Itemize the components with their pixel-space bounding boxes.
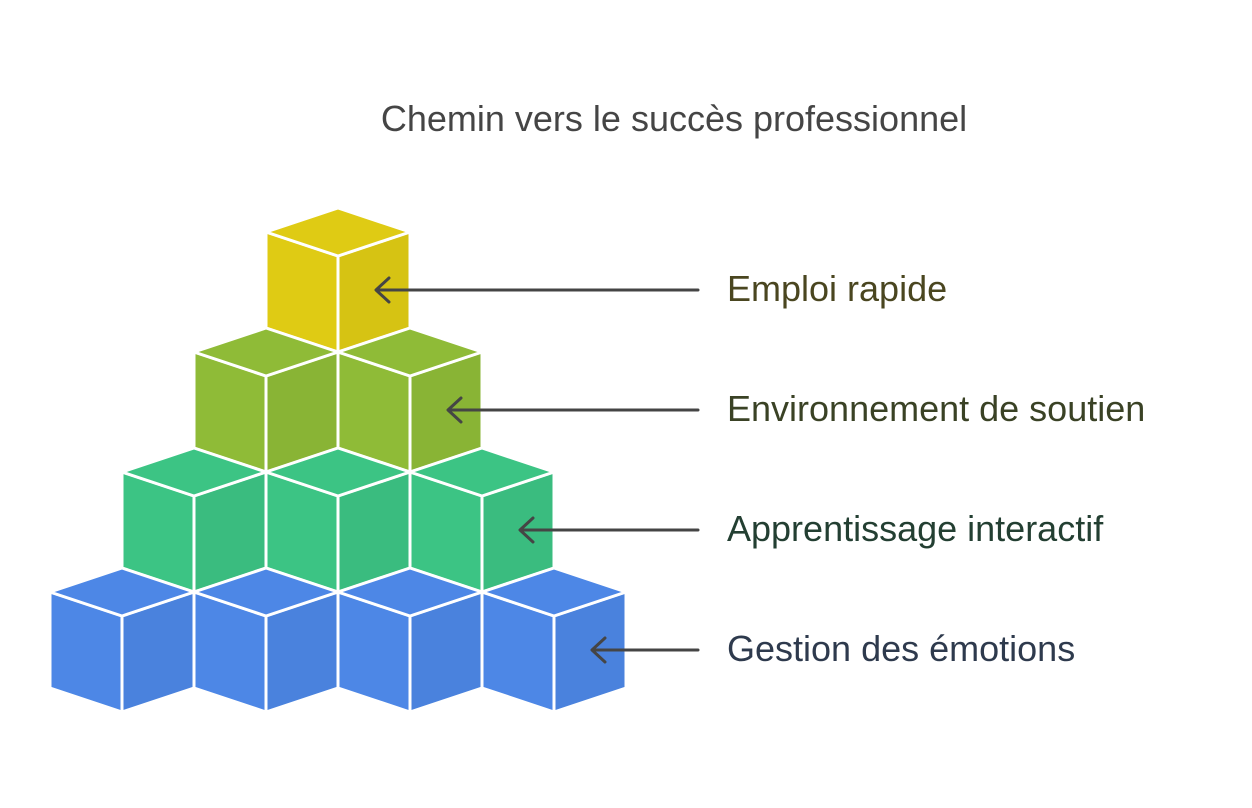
cube-level-4-1: [48, 566, 196, 714]
cube-level-3-2: [264, 446, 412, 594]
label-emploi-rapide: Emploi rapide: [727, 268, 948, 309]
arrow-level-3: [518, 516, 700, 544]
cube-level-2-1: [192, 326, 340, 474]
cube-top-face: [120, 446, 268, 498]
cube-level-3-3: [408, 446, 556, 594]
label-gestion-des-emotions: Gestion des émotions: [727, 628, 1076, 669]
cube-top-face: [408, 446, 556, 498]
cube-top-face: [336, 326, 484, 378]
label-apprentissage-interactif: Apprentissage interactif: [727, 508, 1104, 549]
cube-level-4-2: [192, 566, 340, 714]
cube-top-face: [192, 326, 340, 378]
cube-top-face: [48, 566, 196, 618]
cube-top-face: [336, 566, 484, 618]
cube-level-2-2: [336, 326, 484, 474]
cube-top-face: [192, 566, 340, 618]
title-area: Chemin vers le succès professionnel: [0, 0, 1252, 160]
cube-top-face: [480, 566, 628, 618]
diagram-title: Chemin vers le succès professionnel: [380, 98, 968, 139]
cube-level-4-4: [480, 566, 628, 714]
arrow-level-1: [374, 276, 700, 304]
arrow-level-2: [446, 396, 700, 424]
cube-top-face: [264, 206, 412, 258]
cube-top-face: [264, 446, 412, 498]
label-environnement-de-soutien: Environnement de soutien: [727, 388, 1146, 429]
cube-level-3-1: [120, 446, 268, 594]
arrow-level-4: [590, 636, 700, 664]
cube-level-4-3: [336, 566, 484, 714]
